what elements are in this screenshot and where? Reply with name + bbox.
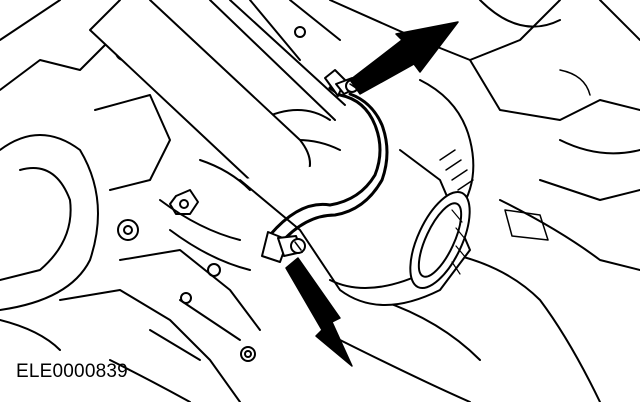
cylinder-housing <box>239 149 471 306</box>
callout-arrow-lower <box>285 257 353 367</box>
illustration-reference-code: ELE0000839 <box>16 361 128 382</box>
clamp-band <box>261 69 389 263</box>
callout-arrow-upper <box>349 21 459 95</box>
clamp-bolt-lower <box>277 235 306 257</box>
rib-details <box>439 69 591 241</box>
driveshaft <box>89 0 346 193</box>
